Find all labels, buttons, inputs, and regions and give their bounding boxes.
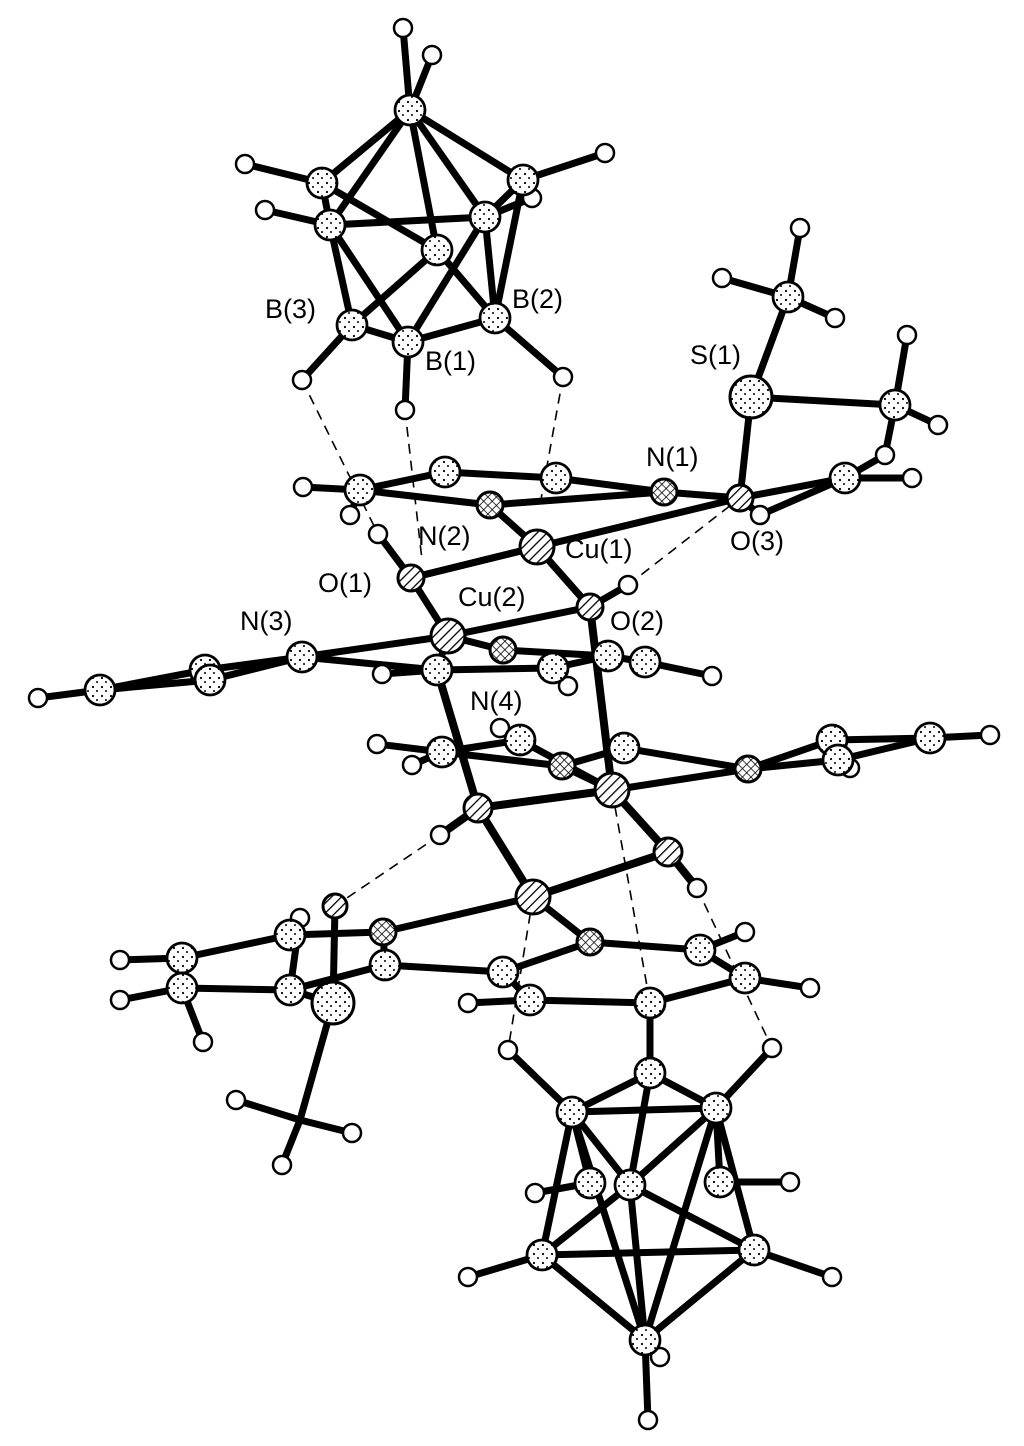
bottom-carborane-bonds (464, 1044, 836, 1424)
label-o1: O(1) (318, 568, 372, 598)
label-n2: N(2) (418, 521, 471, 551)
nitrogen-atoms (368, 477, 763, 957)
label-b2: B(2) (512, 284, 563, 314)
copper-atoms (429, 528, 631, 916)
atom-labels: B(3) B(2) B(1) S(1) N(1) N(2) Cu(1) O(3)… (240, 284, 784, 716)
hydrogen-atoms (27, 17, 1001, 1431)
label-o3: O(3) (730, 526, 784, 556)
bonds (34, 24, 994, 1424)
label-cu2: Cu(2) (458, 582, 526, 612)
label-o2: O(2) (610, 606, 664, 636)
label-n1: N(1) (646, 442, 699, 472)
carbon-boron-atoms (83, 93, 947, 1357)
label-n3: N(3) (240, 606, 293, 636)
oxygen-atoms (321, 483, 755, 920)
label-b3: B(3) (265, 294, 316, 324)
sulfur-atoms (310, 374, 774, 1026)
label-s1: S(1) (690, 340, 741, 370)
label-cu1: Cu(1) (565, 534, 633, 564)
label-b1: B(1) (425, 346, 476, 376)
label-n4: N(4) (470, 686, 523, 716)
